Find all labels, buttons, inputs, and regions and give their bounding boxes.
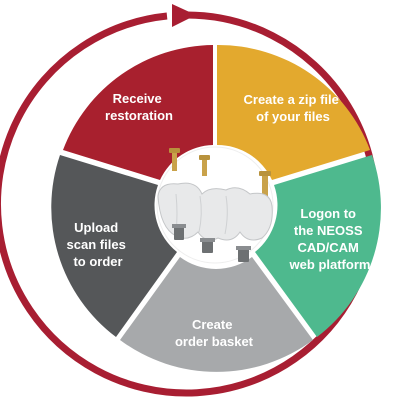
segment-logon-platform — [255, 155, 381, 337]
cycle-ring — [0, 11, 379, 397]
label-upload-scan-files: Upload scan files to order — [67, 220, 130, 269]
cycle-arrowhead-icon — [172, 4, 196, 27]
label-create-order-basket: Create order basket — [175, 317, 254, 349]
segment-create-order-basket — [120, 257, 313, 372]
label-logon-platform: Logon to the NEOSS CAD/CAM web platform — [289, 206, 371, 272]
dental-implant-bridge-icon — [157, 148, 273, 262]
segment-upload-scan-files — [51, 155, 178, 337]
segment-receive-restoration — [63, 45, 213, 180]
label-receive-restoration: Receive restoration — [105, 91, 173, 123]
segment-create-zip-file — [217, 44, 370, 180]
label-create-zip-file: Create a zip file of your files — [244, 92, 343, 124]
